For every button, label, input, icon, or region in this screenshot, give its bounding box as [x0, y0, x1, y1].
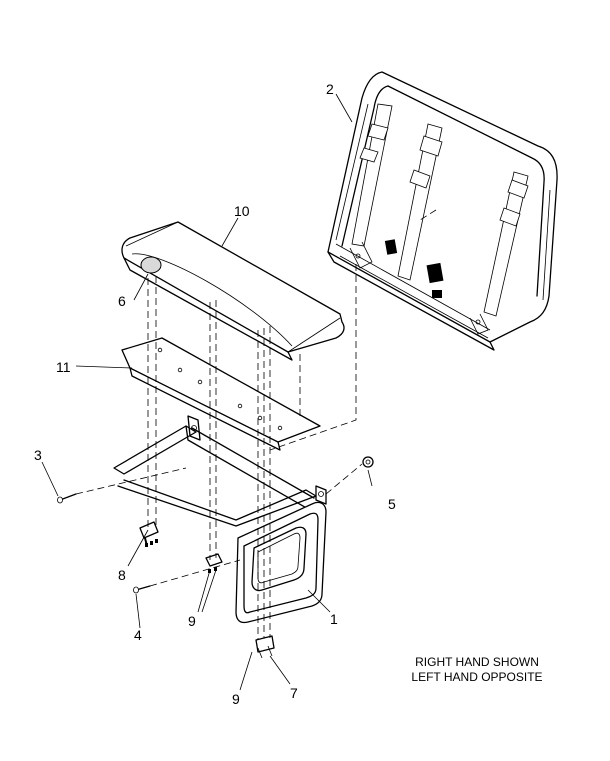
- hardware-parts: [57, 456, 374, 659]
- callout-6: 6: [118, 293, 126, 309]
- seat-frame-part: [113, 415, 327, 527]
- callout-7: 7: [290, 685, 298, 701]
- callout-4: 4: [134, 627, 142, 643]
- seat-pan-part: [121, 337, 321, 451]
- assembly-lines: [75, 209, 437, 640]
- note-line-2: LEFT HAND OPPOSITE: [411, 670, 543, 684]
- callout-labels: 2 10 6 11 3 5 8 4 9 1 9 7: [34, 81, 396, 707]
- diagram-note: RIGHT HAND SHOWN LEFT HAND OPPOSITE: [382, 655, 572, 685]
- leader-lines: [41, 93, 373, 691]
- callout-9a: 9: [188, 613, 196, 629]
- callout-8: 8: [118, 567, 126, 583]
- callout-1: 1: [330, 611, 338, 627]
- callout-11: 11: [56, 359, 71, 375]
- seat-back-part: [327, 71, 558, 351]
- callout-10: 10: [234, 203, 250, 219]
- note-line-1: RIGHT HAND SHOWN: [415, 655, 539, 669]
- seat-cushion-part: [121, 221, 345, 361]
- callout-2: 2: [326, 81, 334, 97]
- callout-3: 3: [34, 447, 42, 463]
- callout-5: 5: [388, 496, 396, 512]
- callout-9b: 9: [232, 691, 240, 707]
